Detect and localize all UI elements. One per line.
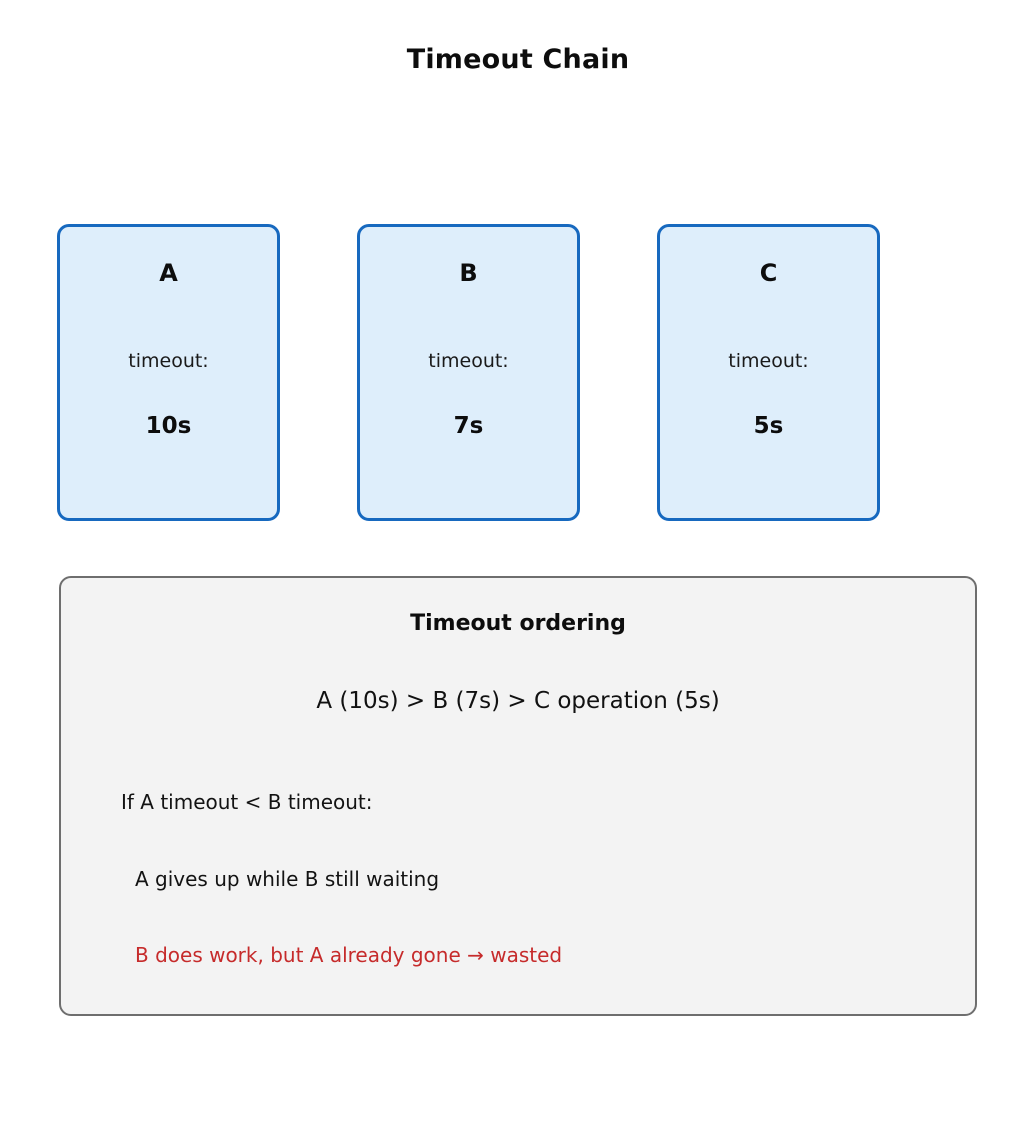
node-label: B — [459, 259, 478, 287]
node-box-b: B timeout: 7s — [357, 224, 580, 521]
timeout-ordering-panel: Timeout ordering A (10s) > B (7s) > C op… — [59, 576, 977, 1016]
node-label: C — [759, 259, 778, 287]
panel-heading: Timeout ordering — [410, 611, 626, 636]
node-box-c: C timeout: 5s — [657, 224, 880, 521]
node-caption: timeout: — [728, 350, 809, 372]
panel-condition-line: If A timeout < B timeout: — [121, 790, 373, 814]
panel-warning-line: B does work, but A already gone → wasted — [135, 943, 563, 967]
node-value: 10s — [145, 413, 192, 439]
panel-consequence-line: A gives up while B still waiting — [135, 867, 440, 891]
timeout-chain-diagram: A timeout: 10s B timeout: 7s C timeout: … — [0, 224, 1036, 601]
node-value: 5s — [753, 413, 784, 439]
node-label: A — [159, 259, 178, 287]
node-caption: timeout: — [428, 350, 509, 372]
node-caption: timeout: — [128, 350, 209, 372]
node-value: 7s — [453, 413, 484, 439]
node-box-a: A timeout: 10s — [57, 224, 280, 521]
page-title: Timeout Chain — [406, 44, 630, 75]
panel-formula: A (10s) > B (7s) > C operation (5s) — [316, 688, 720, 714]
